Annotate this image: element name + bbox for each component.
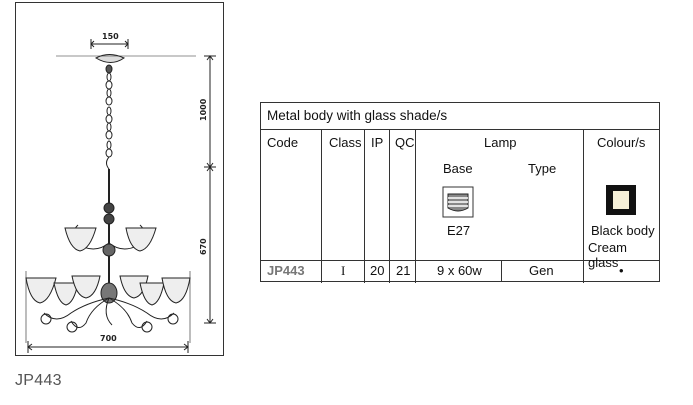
col-divider bbox=[501, 260, 502, 282]
dim-label-body: 670 bbox=[199, 238, 208, 255]
header-lamp: Lamp bbox=[484, 135, 517, 150]
row-colour: • bbox=[619, 263, 624, 278]
row-qc: 21 bbox=[396, 263, 411, 278]
col-divider bbox=[321, 130, 322, 283]
spec-table: Metal body with glass shade/s Code Class… bbox=[260, 102, 660, 283]
header-class: Class bbox=[329, 135, 362, 150]
dim-label-top: 150 bbox=[102, 32, 119, 41]
black-cream-swatch bbox=[606, 185, 636, 215]
base-e27-label: E27 bbox=[447, 223, 471, 238]
row-code: JP443 bbox=[267, 263, 305, 278]
header-colour: Colour/s bbox=[597, 135, 646, 150]
dim-label-chain: 1000 bbox=[199, 98, 208, 121]
colour-body-label: Black body bbox=[591, 223, 655, 238]
row-type: Gen bbox=[529, 263, 554, 278]
chain bbox=[105, 64, 113, 170]
colour-glass-label: Cream glass bbox=[588, 240, 628, 270]
product-caption: JP443 bbox=[15, 372, 62, 389]
col-divider bbox=[364, 130, 365, 283]
product-drawing: 150 1000 670 700 bbox=[15, 2, 224, 356]
col-divider bbox=[389, 130, 390, 283]
header-ip: IP bbox=[371, 135, 384, 150]
header-type: Type bbox=[528, 161, 557, 176]
row-divider bbox=[261, 260, 659, 261]
dim-label-width: 700 bbox=[100, 334, 117, 343]
header-base: Base bbox=[443, 161, 473, 176]
e27-base-icon bbox=[442, 186, 474, 218]
row-class: I bbox=[341, 263, 346, 278]
table-title: Metal body with glass shade/s bbox=[261, 103, 659, 130]
row-ip: 20 bbox=[370, 263, 385, 278]
header-qc: QC bbox=[395, 135, 415, 150]
header-code: Code bbox=[267, 135, 299, 150]
chandelier-drawing: 150 1000 670 700 bbox=[25, 32, 216, 353]
col-divider bbox=[415, 130, 416, 283]
col-divider bbox=[583, 130, 584, 283]
row-lamp: 9 x 60w bbox=[437, 263, 482, 278]
